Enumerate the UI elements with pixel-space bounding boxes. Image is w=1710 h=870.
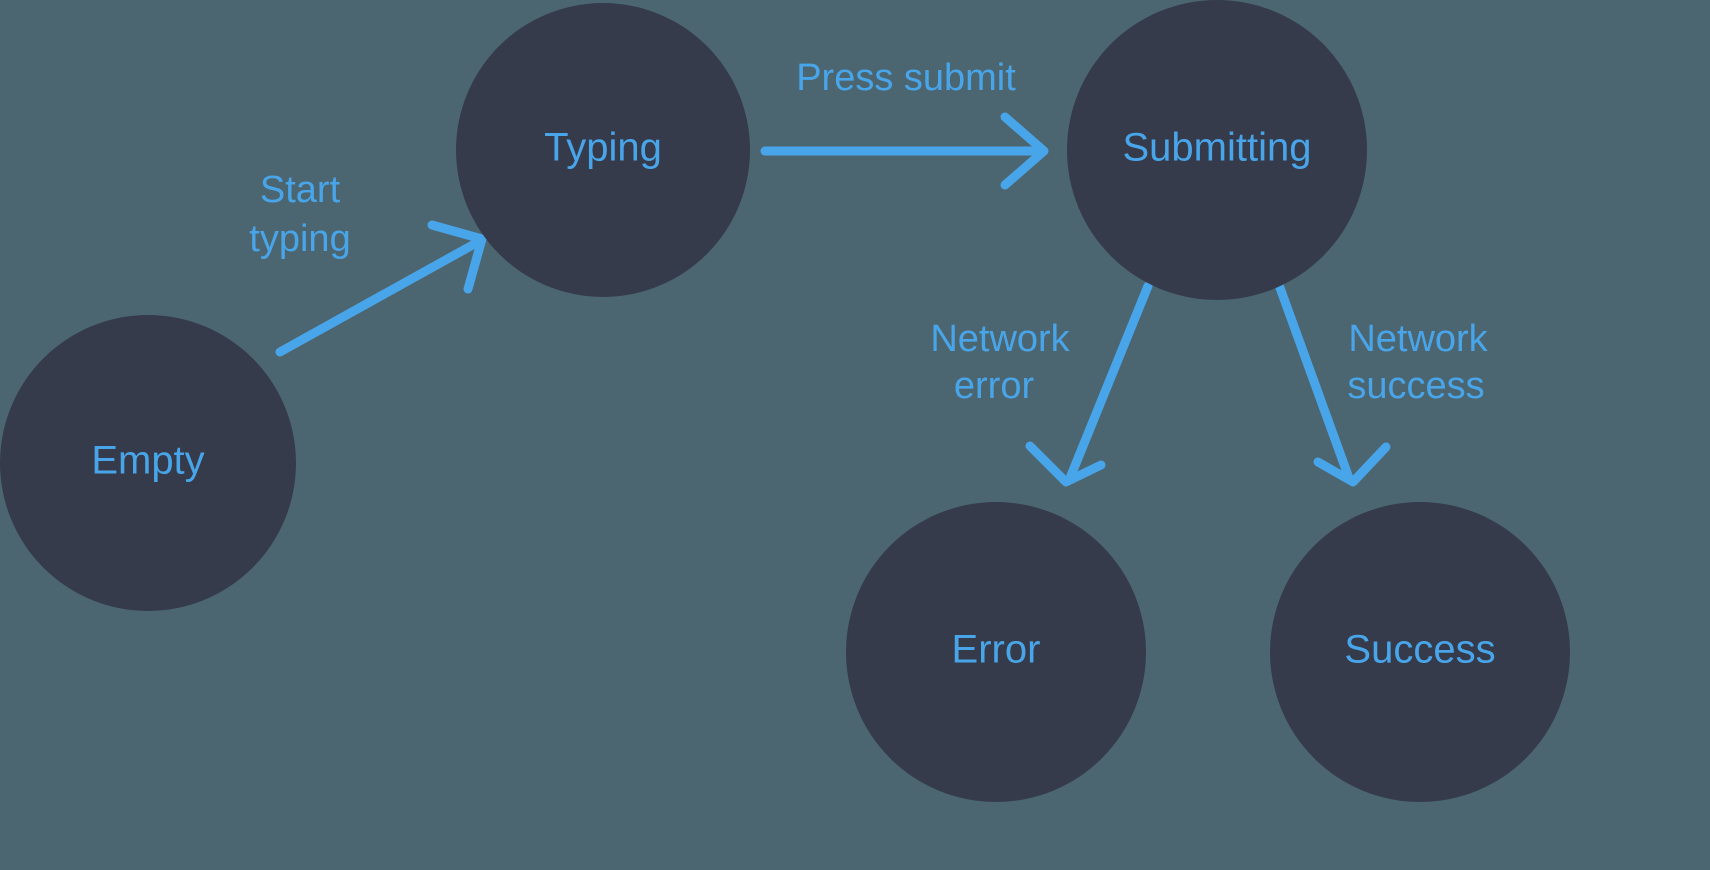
edge-label-network-success-line-1: Network	[1348, 318, 1488, 360]
arrowhead-network-error	[1025, 441, 1106, 487]
node-success-label: Success	[1344, 628, 1495, 672]
node-error-label: Error	[952, 628, 1041, 672]
node-empty[interactable]: Empty	[0, 315, 296, 611]
node-submitting[interactable]: Submitting	[1067, 0, 1367, 300]
node-success-circle[interactable]	[1270, 502, 1570, 802]
arrowhead-network-success	[1313, 442, 1391, 487]
arrowhead-press-submit	[1000, 112, 1049, 190]
edge-label-press-submit: Press submit	[796, 57, 1016, 99]
node-error-circle[interactable]	[846, 502, 1146, 802]
edge-empty-to-typing	[275, 220, 487, 357]
node-submitting-circle[interactable]	[1067, 0, 1367, 300]
edge-submitting-to-success	[1274, 280, 1391, 487]
edge-label-network-error: Network error	[930, 318, 1070, 407]
edge-submitting-to-error	[1025, 281, 1153, 487]
node-typing[interactable]: Typing	[456, 3, 750, 297]
node-error[interactable]: Error	[846, 502, 1146, 802]
node-submitting-label: Submitting	[1123, 126, 1312, 170]
edge-typing-to-submitting	[760, 112, 1049, 190]
edge-label-network-success-line-2: success	[1347, 365, 1484, 407]
edge-line-network-success	[1274, 280, 1354, 483]
edge-label-start-typing: Start typing	[249, 169, 350, 260]
edge-label-start-typing-line-1: Start	[260, 169, 341, 211]
edge-label-press-submit-line-1: Press submit	[796, 57, 1016, 99]
edge-label-network-success: Network success	[1347, 318, 1488, 407]
edge-line-start-typing	[275, 237, 483, 357]
node-typing-label: Typing	[544, 126, 662, 170]
edge-line-network-error	[1065, 281, 1153, 483]
arrowhead-start-typing	[427, 220, 487, 294]
node-typing-circle[interactable]	[456, 3, 750, 297]
node-empty-label: Empty	[91, 439, 204, 483]
edge-label-network-error-line-2: error	[954, 365, 1035, 407]
edge-label-network-error-line-1: Network	[930, 318, 1070, 360]
edge-label-start-typing-line-2: typing	[249, 218, 350, 260]
node-empty-circle[interactable]	[0, 315, 296, 611]
node-success[interactable]: Success	[1270, 502, 1570, 802]
